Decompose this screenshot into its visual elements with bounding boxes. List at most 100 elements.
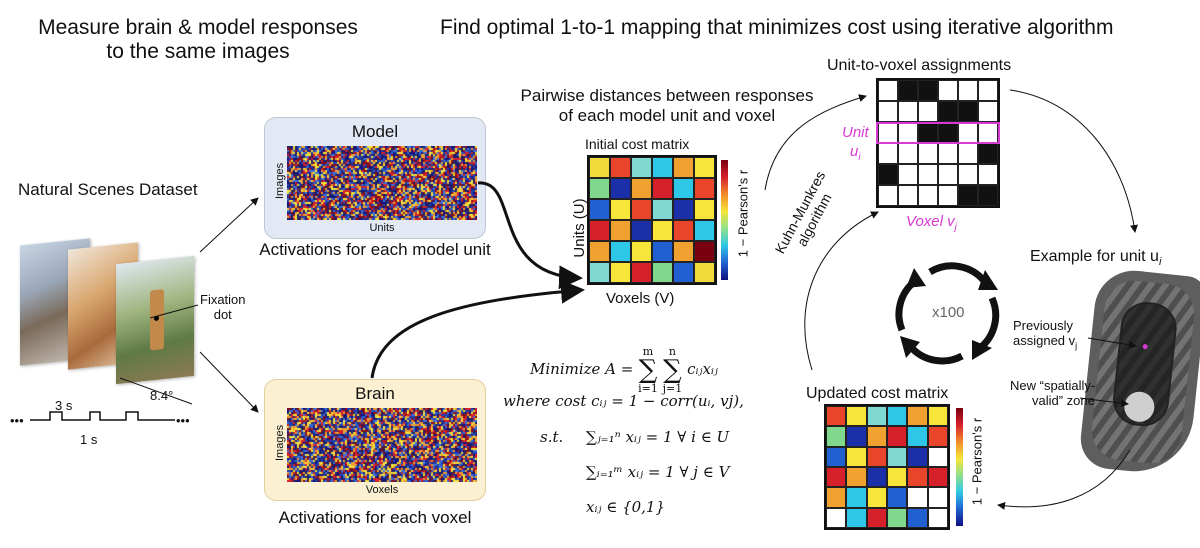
updated-cost-cell: [907, 406, 928, 427]
assignment-cell: [978, 164, 998, 185]
initial-cost-cell: [652, 199, 673, 220]
initial-cost-cell: [589, 262, 610, 283]
arrow-assign-to-example: [1009, 89, 1138, 233]
arrow-cost-to-assign: [764, 94, 867, 191]
initial-cost-matrix: [587, 155, 717, 285]
assignment-cell: [958, 164, 978, 185]
initial-cost-colorbar: [721, 160, 728, 280]
initial-cost-title: Initial cost matrix: [585, 136, 690, 152]
assignment-cell: [918, 185, 938, 206]
unit-label: Unit: [842, 124, 869, 141]
unit-symbol: ui: [850, 143, 861, 163]
model-activation-heatmap: [287, 146, 477, 220]
assignment-cell: [878, 185, 898, 206]
example-title: Example for unit ui: [1030, 248, 1161, 268]
new-zone-pointer: [1079, 397, 1129, 408]
initial-cost-cell: [673, 178, 694, 199]
assignment-cell: [878, 80, 898, 101]
unit-symbol-letter: u: [850, 143, 859, 160]
updated-cost-cell: [887, 426, 908, 447]
angle-label: 8.4°: [150, 388, 174, 403]
cycle-head-top: [978, 270, 998, 290]
initial-cost-cell: [610, 178, 631, 199]
arrow-brain-to-cost: [370, 279, 585, 379]
new-zone-line2: valid” zone: [1032, 393, 1095, 408]
assignment-cell: [978, 80, 998, 101]
assignment-cell: [918, 164, 938, 185]
updated-cost-cell: [927, 487, 948, 508]
brain-caption: Activations for each voxel: [278, 508, 472, 527]
initial-cost-cell: [631, 241, 652, 262]
fixation-pointer: [149, 304, 199, 319]
initial-cost-cell: [589, 220, 610, 241]
initial-cost-cell: [610, 157, 631, 178]
updated-cost-cell: [887, 406, 908, 427]
updated-cost-cell: [866, 446, 887, 467]
initial-cost-cell: [652, 241, 673, 262]
initial-cost-cell: [631, 262, 652, 283]
left-title-line1: Measure brain & model responses: [38, 16, 358, 39]
assignment-cell: [898, 164, 918, 185]
updated-cost-cell: [927, 426, 948, 447]
initial-cost-cell: [589, 241, 610, 262]
assignment-cell: [918, 80, 938, 101]
unit-symbol-sub: i: [858, 152, 861, 163]
updated-cost-cell: [907, 487, 928, 508]
assignment-cell: [938, 185, 958, 206]
sum-j-sigma: ∑: [663, 355, 682, 385]
updated-cost-cell: [826, 406, 847, 427]
updated-cost-cell: [927, 507, 948, 528]
assignment-cell: [958, 101, 978, 122]
pairwise-heading-line1: Pairwise distances between responses: [520, 86, 814, 105]
sum-i-sigma: ∑: [638, 355, 658, 385]
initial-cost-cell: [673, 157, 694, 178]
arrow-model-to-cost: [477, 181, 583, 290]
initial-cost-cell: [589, 178, 610, 199]
updated-cost-cell: [826, 446, 847, 467]
previously-assigned-line2: assigned vj: [1013, 333, 1077, 354]
model-caption: Activations for each model unit: [259, 240, 491, 259]
initial-cost-cell: [694, 157, 715, 178]
assignment-cell: [958, 185, 978, 206]
model-panel: Model Images Units: [264, 117, 486, 239]
brain-x-label: Voxels: [365, 484, 399, 496]
assignment-cell: [898, 80, 918, 101]
constraint-binary: xᵢⱼ ∈ {0,1}: [586, 498, 666, 516]
updated-cost-cell: [866, 467, 887, 488]
previously-assigned-text: assigned v: [1013, 333, 1076, 348]
iteration-count: x100: [932, 304, 965, 321]
updated-cost-cell: [887, 507, 908, 528]
previously-assigned-line1: Previously: [1013, 318, 1073, 333]
updated-cost-cell: [887, 446, 908, 467]
updated-cost-cell: [927, 406, 948, 427]
initial-cost-cell: [589, 157, 610, 178]
left-title: Measure brain & model responses to the s…: [18, 16, 378, 64]
fixation-label: Fixation dot: [200, 292, 246, 322]
sum-i: m ∑ i=1: [638, 345, 658, 395]
assignment-cell: [878, 101, 898, 122]
assignment-cell: [918, 101, 938, 122]
arrow-example-to-updated: [997, 449, 1131, 510]
initial-cost-cell: [631, 199, 652, 220]
initial-cost-cell: [610, 199, 631, 220]
updated-cost-cell: [846, 467, 867, 488]
updated-cost-cell: [907, 507, 928, 528]
brain-panel: Brain Images Voxels: [264, 379, 486, 501]
brain-title: Brain: [355, 384, 395, 403]
pairwise-heading-line2: of each model unit and voxel: [558, 106, 776, 125]
time-off-label: 1 s: [80, 432, 98, 447]
example-title-sub: i: [1158, 256, 1162, 269]
cycle-head-bottom: [900, 336, 920, 358]
arrow-updated-to-assign: [804, 211, 879, 371]
initial-cost-cell: [673, 241, 694, 262]
updated-cost-cell: [826, 487, 847, 508]
new-zone-line1: New “spatially-: [1010, 378, 1096, 393]
left-title-line2: to the same images: [106, 40, 290, 63]
initial-cost-cell: [631, 178, 652, 199]
updated-cost-cell: [887, 467, 908, 488]
arrow-to-brain: [199, 351, 259, 413]
initial-cost-cell: [610, 262, 631, 283]
updated-cost-cell: [846, 446, 867, 467]
initial-cost-x-label: Voxels (V): [606, 290, 675, 307]
voxel-label-text: Voxel v: [906, 213, 955, 230]
